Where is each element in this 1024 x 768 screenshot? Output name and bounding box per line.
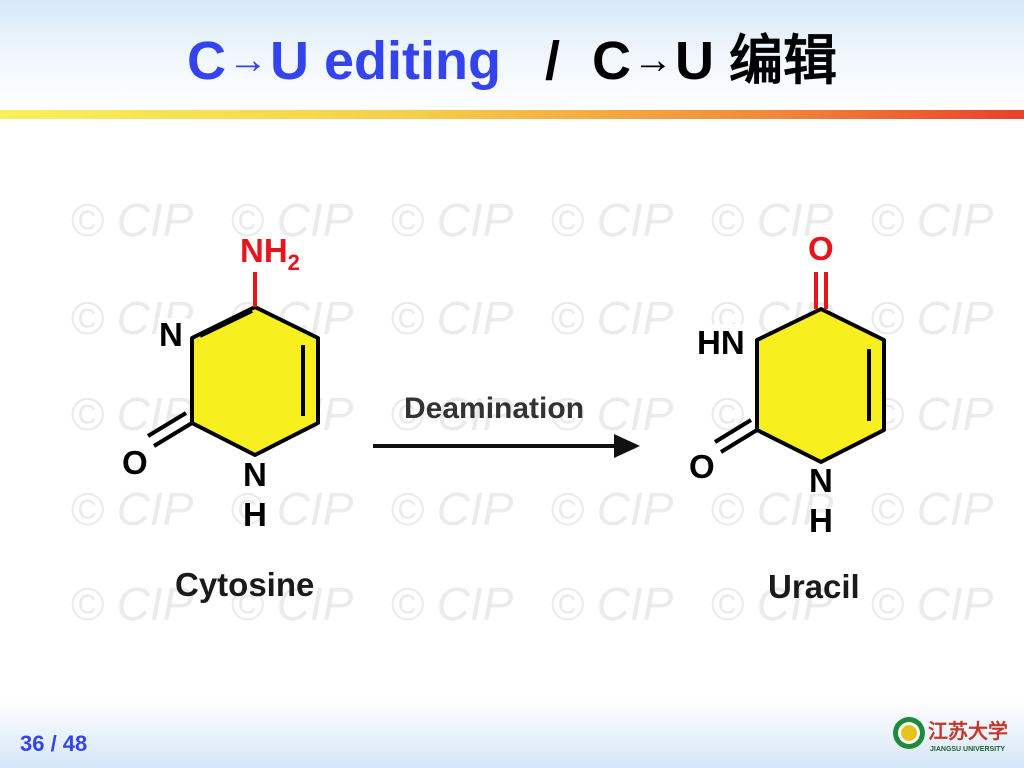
ring-nitrogen: N [809,462,833,499]
watermark-text: © CIP [870,388,994,440]
watermark-text: © CIP [230,578,354,630]
logo-text: 江苏大学 [928,719,1008,743]
watermark-text: © CIP [550,483,674,535]
watermark-text: © CIP [230,483,354,535]
cytosine-structure: NH2 N O N H Cytosine [122,232,320,603]
carbonyl-bond [719,428,759,454]
carbonyl-bond [146,411,188,438]
title-chinese: C→U 编辑 [592,31,837,91]
watermark: © CIP © CIP © CIP © CIP © CIP © CIP © CIP © CIP… [70,194,994,630]
university-logo: 江苏大学 JIANGSU UNIVERSITY [893,717,1008,753]
carbonyl-bond [152,421,194,448]
carbonyl-oxygen: O [689,448,715,485]
ring-imide-nitrogen: HN [697,324,745,361]
cytosine-label: Cytosine [175,566,314,603]
cytosine-ring [190,305,320,457]
reaction-arrow: Deamination [373,392,640,458]
carbonyl-oxygen: O [808,230,834,267]
watermark-text: © CIP [390,388,514,440]
watermark-text: © CIP [70,578,194,630]
watermark-text: © CIP [710,194,834,246]
uracil-ring [755,307,886,464]
watermark-text: © CIP [70,483,194,535]
watermark-text: © CIP [70,388,194,440]
title-english: C→U editing [187,31,501,91]
ring-nitrogen: N [159,316,183,353]
watermark-text: © CIP [70,194,194,246]
header-background [0,0,1024,110]
right-arrow-icon: → [228,38,268,82]
watermark-text: © CIP [390,483,514,535]
watermark-text: © CIP [550,388,674,440]
carbonyl-bond [713,418,753,444]
watermark-text: © CIP [550,578,674,630]
deamination-label: Deamination [404,392,584,425]
watermark-text: © CIP [710,578,834,630]
watermark-text: © CIP [870,292,994,344]
right-arrow-icon: → [633,38,673,82]
uracil-label: Uracil [768,568,860,605]
carbonyl-oxygen: O [122,444,148,481]
watermark-text: © CIP [390,194,514,246]
watermark-text: © CIP [550,194,674,246]
watermark-text: © CIP [870,194,994,246]
nitrogen-hydrogen: H [809,502,833,539]
uracil-structure: O HN O N H Uracil [689,230,886,605]
ring-nitrogen: N [243,456,267,493]
watermark-text: © CIP [550,292,674,344]
logo-subtext: JIANGSU UNIVERSITY [930,746,1005,753]
nitrogen-hydrogen: H [243,496,267,533]
arrow-head-icon [614,434,640,458]
title-separator: / [544,31,560,91]
footer-background [0,700,1024,768]
watermark-text: © CIP [870,483,994,535]
cytosine-double-bond [199,309,253,338]
watermark-text: © CIP [870,578,994,630]
slide-title: C→U editing / C→U 编辑 [0,26,1024,101]
amine-group: NH2 [240,232,300,275]
page-number: 36 / 48 [20,731,88,756]
watermark-text: © CIP [390,292,514,344]
watermark-text: © CIP [390,578,514,630]
title-divider [0,110,1024,119]
watermark-text: © CIP [230,194,354,246]
